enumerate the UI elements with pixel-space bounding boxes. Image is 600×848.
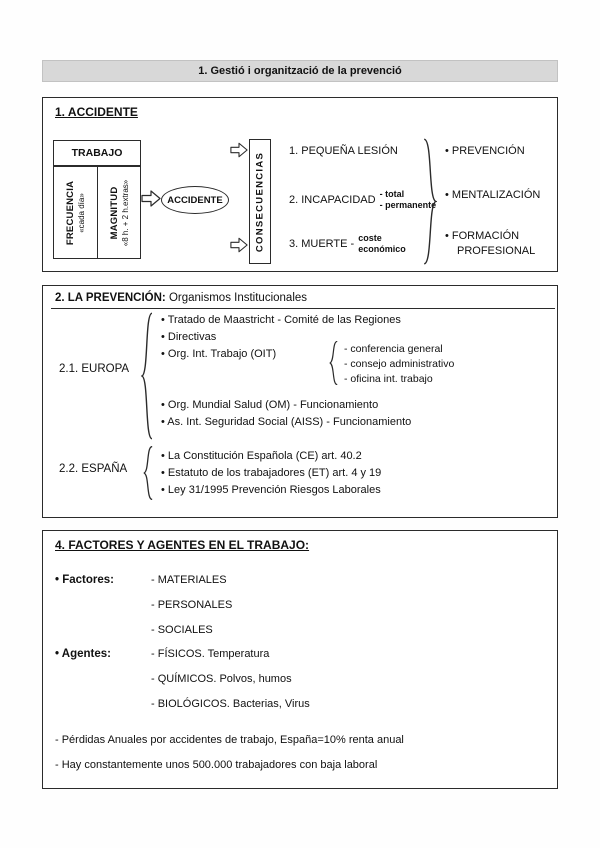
consecuencias-box: CONSECUENCIAS — [249, 139, 271, 264]
consequence-incapacidad-label: 2. INCAPACIDAD — [289, 194, 376, 206]
section-prevencion-title: 2. LA PREVENCIÓN: Organismos Institucion… — [51, 291, 555, 309]
list-item-estatuto: • Estatuto de los trabajadores (ET) art.… — [161, 467, 382, 479]
prevencion-title-rest: Organismos Institucionales — [165, 292, 308, 304]
frecuencia-cell: FRECUENCIA «cada día» — [54, 167, 97, 258]
consequence-muerte: 3. MUERTE - coste económico — [289, 233, 406, 255]
factores-label: • Factores: — [55, 574, 114, 586]
incapacidad-total: - total — [379, 189, 405, 199]
response-mentalizacion: • MENTALIZACIÓN — [445, 189, 541, 201]
brace-icon — [329, 341, 338, 390]
section-prevencion: 2. LA PREVENCIÓN: Organismos Institucion… — [42, 285, 558, 518]
flow-arrow-icon — [230, 237, 248, 253]
factores-item-materiales: - MATERIALES — [151, 574, 227, 586]
consequence-pequena-lesion: 1. PEQUEÑA LESIÓN — [289, 145, 398, 157]
magnitud-cell: MAGNITUD «8 h. + 2 h.extras» — [96, 167, 141, 258]
espana-label: 2.2. ESPAÑA — [59, 463, 128, 475]
list-item-oms: • Org. Mundial Salud (OM) - Funcionamien… — [161, 399, 379, 411]
magnitud-label: MAGNITUD — [108, 186, 120, 239]
brace-icon — [143, 446, 153, 505]
magnitud-rotated-text: MAGNITUD «8 h. + 2 h.extras» — [99, 170, 139, 256]
page-header-title: 1. Gestió i organització de la prevenció — [198, 65, 402, 77]
factores-item-sociales: - SOCIALES — [151, 624, 213, 636]
agentes-item-quimicos: - QUÍMICOS. Polvos, humos — [151, 673, 292, 685]
prevencion-title-bold: 2. LA PREVENCIÓN: — [55, 292, 166, 304]
section-accidente: 1. ACCIDENTE TRABAJO FRECUENCIA «cada dí… — [42, 97, 558, 272]
brace-icon — [423, 138, 437, 270]
trabajo-box: TRABAJO — [53, 140, 141, 166]
muerte-economico: económico — [358, 244, 406, 254]
list-item-directivas: • Directivas — [161, 331, 217, 343]
factores-item-personales: - PERSONALES — [151, 599, 233, 611]
muerte-details: coste económico — [358, 233, 406, 255]
list-item-aiss: • As. Int. Seguridad Social (AISS) - Fun… — [161, 416, 412, 428]
flow-arrow-icon — [141, 190, 161, 207]
list-item-constitucion: • La Constitución Española (CE) art. 40.… — [161, 450, 362, 462]
brace-icon — [141, 312, 153, 445]
oit-sub-consejo: - consejo administrativo — [344, 358, 455, 370]
frecuencia-magnitud-box: FRECUENCIA «cada día» MAGNITUD «8 h. + 2… — [53, 166, 141, 259]
flow-arrow-icon — [230, 142, 248, 158]
list-item-tratado-maastricht: • Tratado de Maastricht - Comité de las … — [161, 314, 401, 326]
list-item-ley-31-1995: • Ley 31/1995 Prevención Riesgos Laboral… — [161, 484, 381, 496]
note-baja-laboral: - Hay constantemente unos 500.000 trabaj… — [55, 759, 378, 771]
list-item-oit: • Org. Int. Trabajo (OIT) — [161, 348, 277, 360]
response-prevencion: • PREVENCIÓN — [445, 145, 525, 157]
consequence-incapacidad: 2. INCAPACIDAD - total - permanente — [289, 189, 436, 211]
section-factores-agentes: 4. FACTORES Y AGENTES EN EL TRABAJO: • F… — [42, 530, 558, 789]
oit-sub-oficina: - oficina int. trabajo — [344, 373, 433, 385]
consequence-muerte-label: 3. MUERTE - — [289, 238, 355, 250]
frecuencia-sub: «cada día» — [76, 192, 86, 233]
frecuencia-rotated-text: FRECUENCIA «cada día» — [55, 170, 95, 256]
consecuencias-label: CONSECUENCIAS — [254, 151, 266, 252]
frecuencia-label: FRECUENCIA — [64, 180, 76, 245]
oit-sub-conferencia: - conferencia general — [344, 343, 443, 355]
incapacidad-permanente: - permanente — [379, 200, 437, 210]
incapacidad-details: - total - permanente — [380, 189, 437, 211]
agentes-label: • Agentes: — [55, 648, 111, 660]
section-accidente-title: 1. ACCIDENTE — [55, 105, 138, 119]
note-perdidas-anuales: - Pérdidas Anuales por accidentes de tra… — [55, 734, 404, 746]
response-formacion-profesional: • FORMACIÓN PROFESIONAL — [445, 230, 536, 257]
page-header: 1. Gestió i organització de la prevenció — [42, 60, 558, 82]
accidente-ellipse: ACCIDENTE — [161, 186, 229, 214]
muerte-coste: coste — [358, 233, 382, 243]
section-factores-title: 4. FACTORES Y AGENTES EN EL TRABAJO: — [55, 538, 310, 552]
europa-label: 2.1. EUROPA — [59, 363, 130, 375]
agentes-item-fisicos: - FÍSICOS. Temperatura — [151, 648, 270, 660]
agentes-item-biologicos: - BIOLÓGICOS. Bacterias, Virus — [151, 698, 310, 710]
magnitud-sub: «8 h. + 2 h.extras» — [120, 179, 130, 246]
